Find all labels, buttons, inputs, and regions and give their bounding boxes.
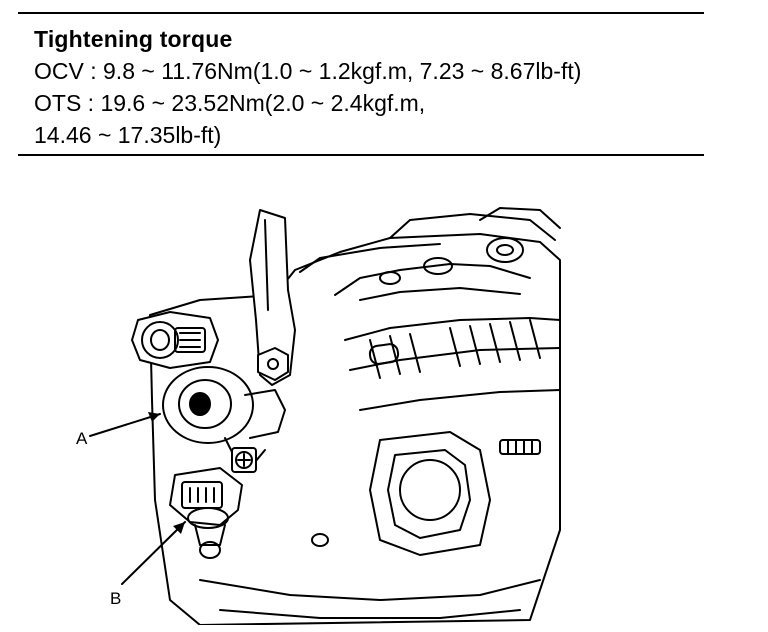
- leader-line-b: [121, 521, 186, 585]
- engine-illustration: A B: [76, 207, 561, 625]
- leader-arrow-a: [148, 412, 160, 422]
- callout-label-a: A: [76, 429, 88, 448]
- ocv-bolt: [231, 447, 257, 473]
- engine-block: [149, 207, 561, 625]
- callout-label-b: B: [110, 589, 121, 608]
- spec-line-ocv: OCV : 9.8 ~ 11.76Nm(1.0 ~ 1.2kgf.m, 7.23…: [34, 58, 582, 84]
- torque-spec-box: Tightening torque OCV : 9.8 ~ 11.76Nm(1.…: [18, 12, 704, 156]
- spec-line-ots-continued: 14.46 ~ 17.35lb-ft): [34, 122, 222, 148]
- oil-control-valve-a: [162, 366, 286, 463]
- ocv-wiring-connector: [131, 311, 219, 369]
- spec-line-ots: OTS : 19.6 ~ 23.52Nm(2.0 ~ 2.4kgf.m,: [34, 90, 426, 116]
- leader-arrow-b: [173, 522, 185, 534]
- bracket-bolt: [257, 347, 289, 381]
- leader-line-a: [89, 413, 161, 437]
- mounting-bracket: [249, 209, 296, 386]
- oil-temperature-sensor-b: [169, 467, 243, 546]
- spec-title: Tightening torque: [34, 26, 233, 52]
